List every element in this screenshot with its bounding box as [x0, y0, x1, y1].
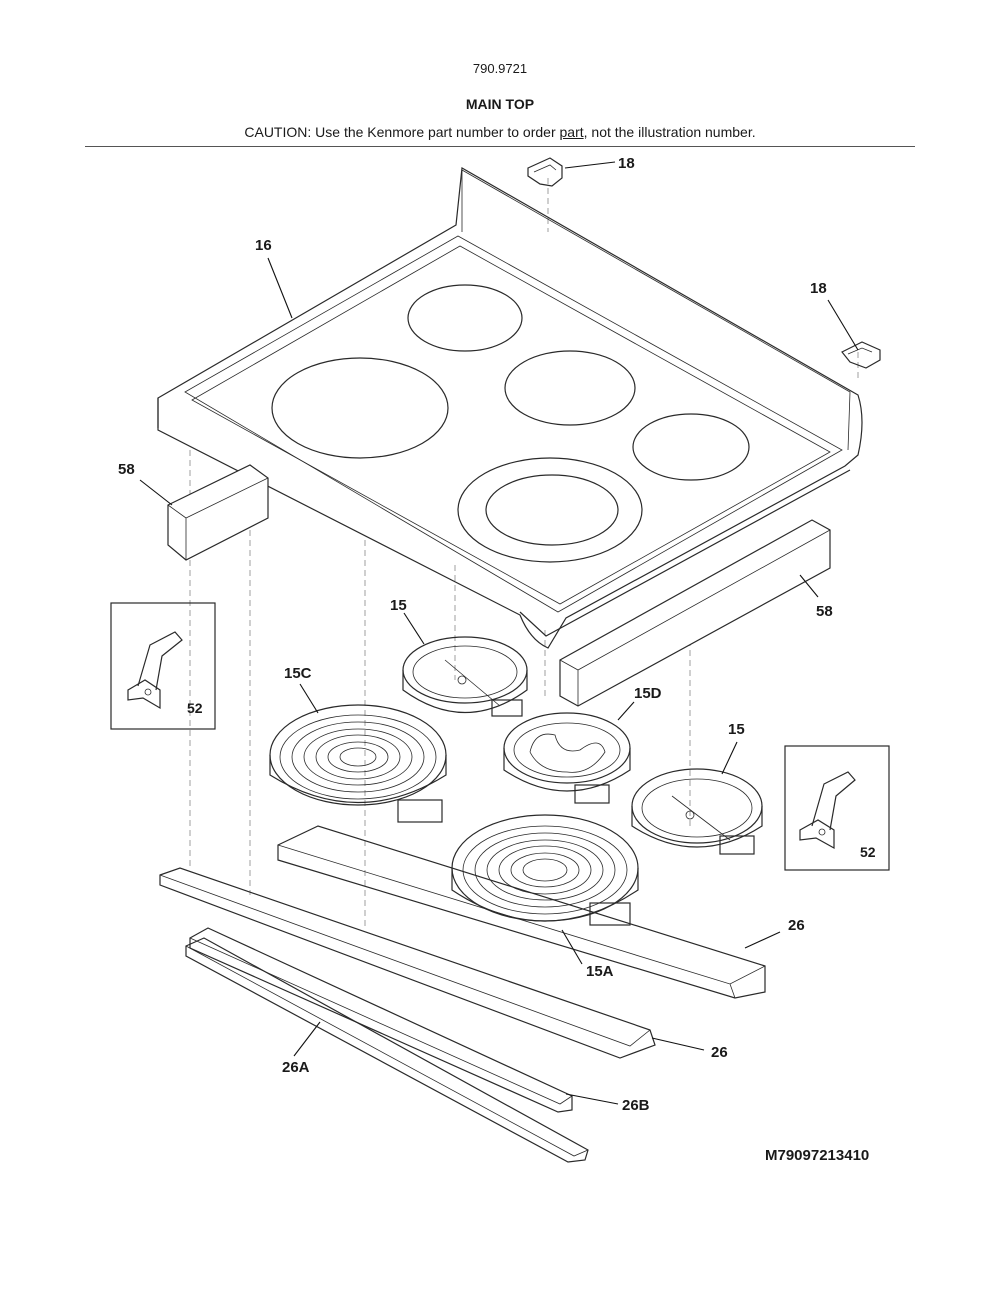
callout-16: 16 — [255, 237, 272, 254]
rail-26-front[interactable] — [159, 867, 656, 1059]
rail-26-back[interactable] — [277, 825, 766, 999]
main-top-16[interactable] — [157, 167, 863, 649]
header-divider — [85, 146, 915, 147]
rail-26B[interactable] — [185, 937, 589, 1163]
section-title: MAIN TOP — [465, 96, 535, 112]
leader-lines — [139, 161, 859, 1105]
caution-text: CAUTION: Use the Kenmore part number to … — [244, 124, 560, 140]
bracket-18-right[interactable] — [841, 341, 881, 369]
bracket-18-top[interactable] — [527, 157, 563, 187]
element-15C[interactable] — [269, 704, 447, 823]
element-15-top[interactable] — [402, 636, 528, 717]
callout-58-left: 58 — [118, 461, 135, 478]
callout-58-right: 58 — [816, 603, 833, 620]
callout-52-left: 52 — [187, 700, 203, 716]
inset-52-left[interactable] — [110, 602, 216, 730]
inset-52-right[interactable] — [784, 745, 890, 871]
diagram-id: M79097213410 — [765, 1147, 869, 1164]
foam-strip-58-right[interactable] — [559, 519, 831, 707]
callout-26B: 26B — [622, 1097, 650, 1114]
element-15D[interactable] — [503, 712, 631, 804]
caution-note: CAUTION: Use the Kenmore part number to … — [0, 124, 1000, 140]
model-number: 790.9721 — [472, 61, 528, 76]
callout-15-right: 15 — [728, 721, 745, 738]
caution-text-end: , not the illustration number. — [583, 124, 756, 140]
callout-18-top: 18 — [618, 155, 635, 172]
callout-15C: 15C — [284, 665, 312, 682]
callout-26A: 26A — [282, 1059, 310, 1076]
callout-52-right: 52 — [860, 844, 876, 860]
element-15-right[interactable] — [631, 768, 763, 855]
callout-26-right: 26 — [788, 917, 805, 934]
callout-15-top: 15 — [390, 597, 407, 614]
callout-18-right: 18 — [810, 280, 827, 297]
callout-26-bottom: 26 — [711, 1044, 728, 1061]
callout-15A: 15A — [586, 963, 614, 980]
part-link[interactable]: part — [559, 124, 584, 140]
element-15A[interactable] — [451, 814, 639, 926]
callout-15D: 15D — [634, 685, 662, 702]
foam-strip-58-left[interactable] — [167, 464, 269, 561]
